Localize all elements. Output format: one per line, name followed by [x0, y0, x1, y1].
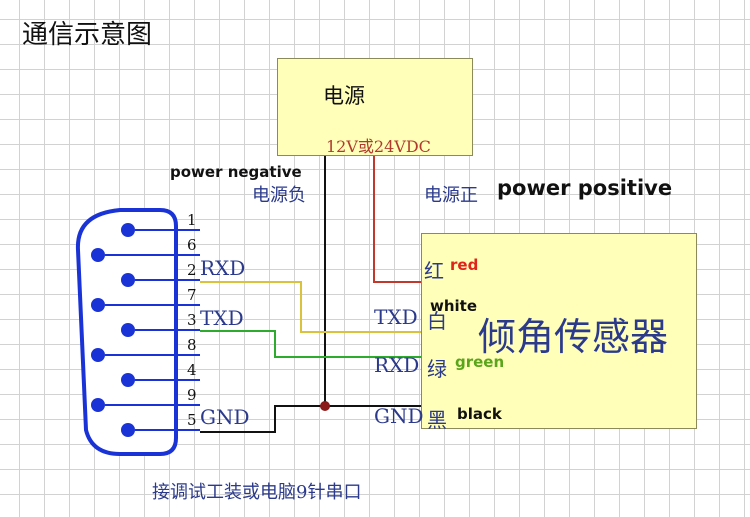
db9-pin-2: [121, 273, 135, 287]
sensor-black-en: black: [457, 405, 502, 423]
sensor-txd-label: TXD: [374, 305, 418, 329]
sensor-white-en: white: [430, 297, 478, 315]
pin-number-9: 9: [187, 386, 197, 404]
db9-pin-1: [121, 223, 135, 237]
pin-number-5: 5: [187, 411, 197, 429]
power-supply-label: 电源: [323, 84, 365, 108]
db9-pin-4: [121, 373, 135, 387]
sensor-green-en: green: [455, 353, 505, 371]
db9-pin-7: [91, 298, 105, 312]
db9-pin-9: [91, 398, 105, 412]
pin-number-4: 4: [187, 361, 197, 379]
sensor-red-en: red: [450, 256, 479, 274]
connector-rxd-label: RXD: [200, 256, 246, 280]
sensor-box: [421, 233, 697, 429]
power-positive-cn-label: 电源正: [424, 185, 478, 206]
pin-number-3: 3: [187, 311, 197, 329]
pin-number-7: 7: [187, 286, 197, 304]
connector-txd-label: TXD: [200, 306, 244, 330]
sensor-white-cn: 白: [427, 309, 447, 333]
power-positive-en-label: power positive: [497, 176, 673, 200]
rxd-to-txd-wire: [200, 281, 421, 333]
power-supply-box: [277, 58, 473, 156]
connector-gnd-label: GND: [200, 405, 250, 429]
pin-number-1: 1: [187, 211, 197, 229]
gnd-junction-dot: [320, 401, 330, 411]
sensor-gnd-label: GND: [374, 404, 424, 428]
sensor-black-cn: 黑: [427, 408, 447, 432]
power-negative-cn-label: 电源负: [252, 185, 306, 206]
db9-pin-8: [91, 348, 105, 362]
sensor-red-cn: 红: [424, 259, 444, 283]
txd-to-rxd-wire: [200, 330, 421, 358]
sensor-label: 倾角传感器: [478, 315, 669, 359]
gnd-wire: [200, 405, 421, 433]
sensor-green-cn: 绿: [427, 357, 447, 381]
pin-number-2: 2: [187, 261, 197, 279]
power-supply-voltage: 12V或24VDC: [326, 137, 431, 156]
pin-number-8: 8: [187, 336, 197, 354]
db9-pins: [91, 223, 135, 437]
sensor-rxd-label: RXD: [374, 353, 420, 377]
connector-caption: 接调试工装或电脑9针串口: [152, 482, 362, 503]
pin-number-6: 6: [187, 236, 197, 254]
diagram-title: 通信示意图: [22, 20, 153, 50]
db9-pin-5: [121, 423, 135, 437]
power-positive-wire: [373, 156, 421, 283]
power-negative-en-label: power negative: [170, 163, 302, 181]
db9-pin-3: [121, 323, 135, 337]
db9-pin-6: [91, 248, 105, 262]
